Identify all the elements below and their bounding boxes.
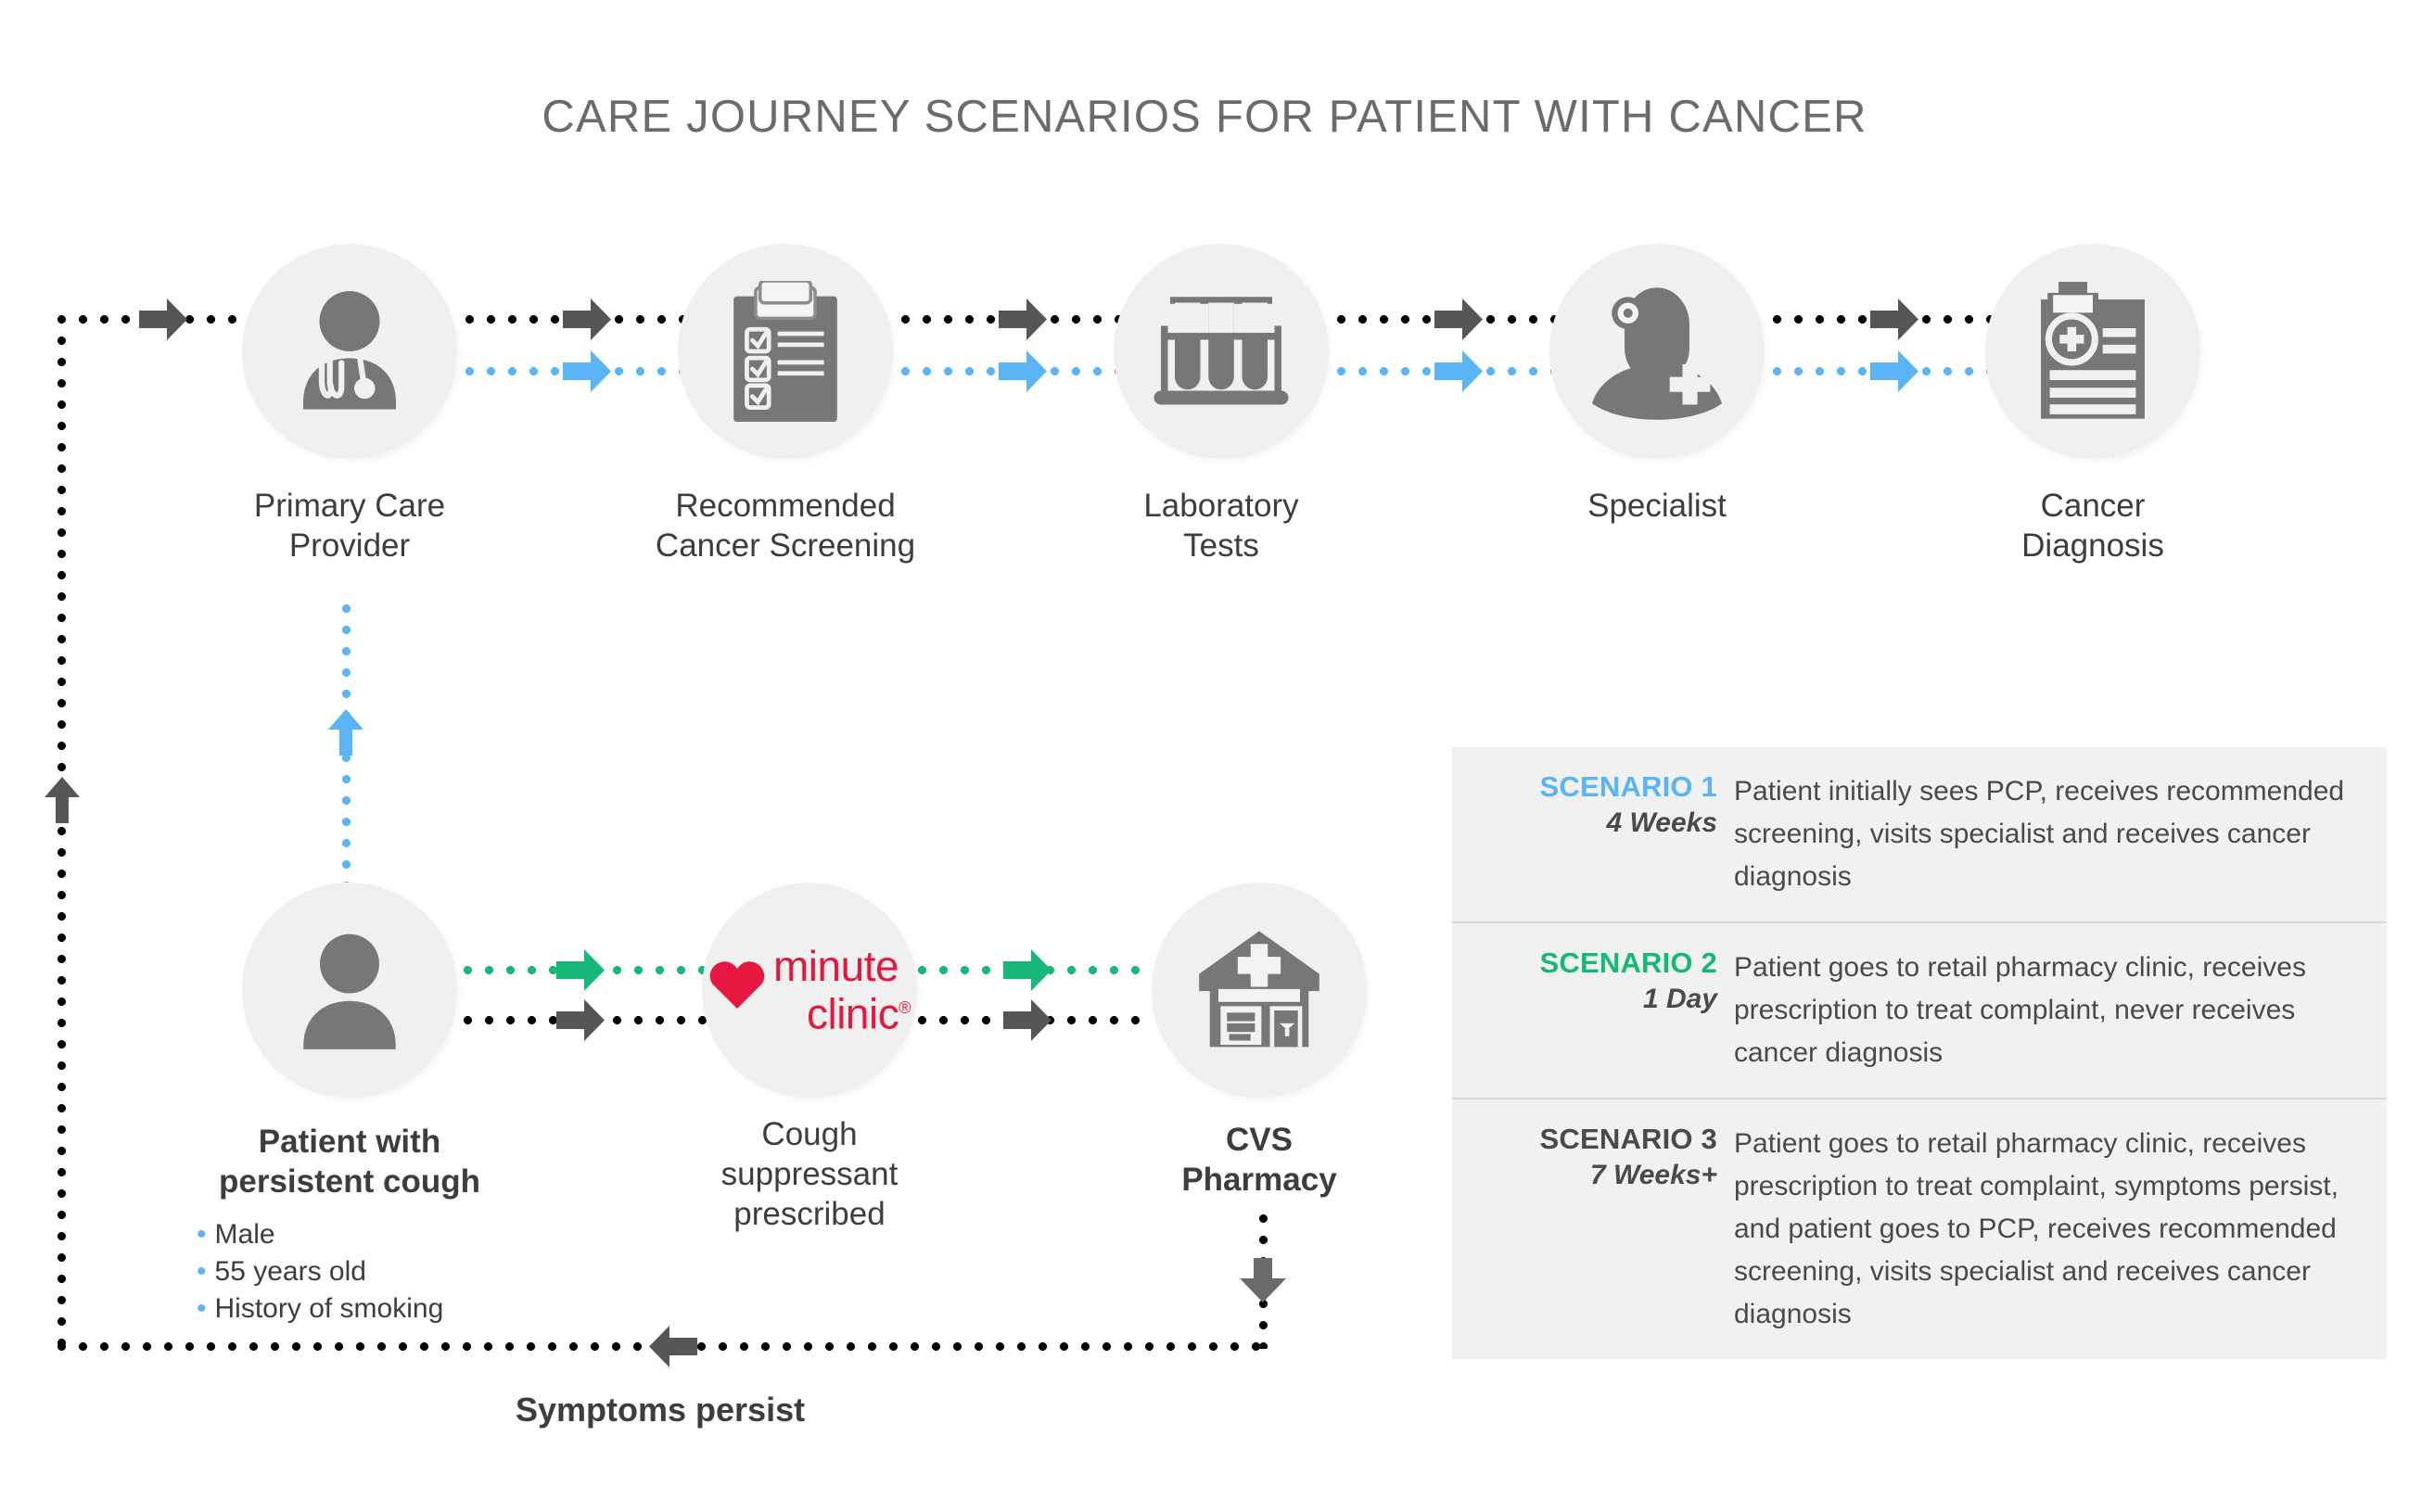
arrow-entry-right bbox=[139, 299, 187, 340]
legend-left-3: SCENARIO 3 7 Weeks+ bbox=[1476, 1123, 1734, 1336]
list-item: •55 years old bbox=[197, 1256, 366, 1287]
arrow-patient-pcp-up bbox=[328, 709, 363, 756]
minuteclinic-wordmark: minute clinic® bbox=[772, 941, 911, 1038]
node-recommended-cancer-screening[interactable] bbox=[678, 244, 893, 459]
node-laboratory-tests[interactable] bbox=[1114, 244, 1329, 459]
scenario-legend: SCENARIO 1 4 Weeks Patient initially see… bbox=[1452, 747, 2387, 1359]
arrow-specialist-diagnosis-blue bbox=[1870, 350, 1918, 392]
arrow-screening-lab-blue bbox=[999, 350, 1047, 392]
arrow-clinic-cvs-black bbox=[1003, 999, 1052, 1041]
minuteclinic-logo: minute clinic® bbox=[708, 941, 911, 1038]
label-cvs-pharmacy: CVS Pharmacy bbox=[1181, 1122, 1337, 1198]
legend-left-2: SCENARIO 2 1 Day bbox=[1476, 947, 1734, 1074]
label-primary-care-provider: Primary Care Provider bbox=[253, 488, 446, 564]
scenario-3-name: SCENARIO 3 bbox=[1539, 1123, 1717, 1155]
arrow-specialist-diagnosis-black bbox=[1870, 299, 1918, 340]
scenario-3-description: Patient goes to retail pharmacy clinic, … bbox=[1734, 1128, 2339, 1329]
test-tubes-icon bbox=[1152, 286, 1291, 416]
symptoms-persist-label: Symptoms persist bbox=[516, 1391, 806, 1429]
heart-icon bbox=[709, 961, 765, 1009]
page-title: CARE JOURNEY SCENARIOS FOR PATIENT WITH … bbox=[542, 92, 1867, 142]
node-primary-care-provider[interactable] bbox=[242, 244, 457, 459]
arrow-patient-clinic-green bbox=[556, 949, 605, 991]
legend-row-scenario-1: SCENARIO 1 4 Weeks Patient initially see… bbox=[1452, 747, 2387, 921]
label-laboratory-tests: Laboratory Tests bbox=[1143, 488, 1299, 564]
scenario-3-duration: 7 Weeks+ bbox=[1589, 1160, 1717, 1190]
patient-attributes-list: •Male •55 years old •History of smoking bbox=[197, 1216, 443, 1328]
medical-record-icon bbox=[2032, 282, 2154, 421]
node-minute-clinic[interactable]: minute clinic® bbox=[702, 883, 917, 1098]
label-patient: Patient with persistent cough bbox=[219, 1124, 480, 1200]
legend-row-scenario-3: SCENARIO 3 7 Weeks+ Patient goes to reta… bbox=[1452, 1098, 2387, 1359]
node-specialist[interactable] bbox=[1549, 244, 1765, 459]
list-item: •History of smoking bbox=[197, 1293, 444, 1324]
list-item: •Male bbox=[197, 1219, 275, 1250]
bullet-dot: • bbox=[197, 1219, 207, 1250]
node-cvs-pharmacy[interactable] bbox=[1152, 883, 1367, 1098]
clipboard-checklist-icon bbox=[724, 281, 847, 422]
label-cancer-diagnosis: Cancer Diagnosis bbox=[2021, 488, 2164, 564]
arrow-pcp-screening-black bbox=[563, 299, 611, 340]
scenario-2-name: SCENARIO 2 bbox=[1539, 947, 1717, 979]
label-recommended-cancer-screening: Recommended Cancer Screening bbox=[655, 488, 916, 564]
label-minute-clinic: Cough suppressant prescribed bbox=[720, 1116, 899, 1232]
scenario-1-name: SCENARIO 1 bbox=[1539, 770, 1717, 803]
registered-mark: ® bbox=[899, 997, 911, 1017]
arrow-cvs-down bbox=[1240, 1258, 1286, 1302]
scenario-2-description: Patient goes to retail pharmacy clinic, … bbox=[1734, 952, 2306, 1068]
label-specialist: Specialist bbox=[1587, 488, 1727, 524]
arrow-symptoms-persist-left bbox=[649, 1326, 697, 1367]
doctor-icon bbox=[280, 282, 419, 421]
arrow-pcp-screening-blue bbox=[563, 350, 611, 392]
arrow-patient-clinic-black bbox=[556, 999, 605, 1041]
scenario-1-duration: 4 Weeks bbox=[1606, 807, 1717, 838]
scenario-2-duration: 1 Day bbox=[1642, 984, 1717, 1014]
node-patient[interactable] bbox=[242, 883, 457, 1098]
node-cancer-diagnosis[interactable] bbox=[1985, 244, 2200, 459]
arrow-lab-specialist-black bbox=[1434, 299, 1483, 340]
arrow-left-loop-up bbox=[45, 777, 80, 823]
patient-icon bbox=[284, 924, 415, 1056]
bullet-dot: • bbox=[197, 1256, 207, 1287]
scenario-1-description: Patient initially sees PCP, receives rec… bbox=[1734, 776, 2345, 892]
arrow-clinic-cvs-green bbox=[1003, 949, 1052, 991]
bullet-dot: • bbox=[197, 1293, 207, 1324]
legend-row-scenario-2: SCENARIO 2 1 Day Patient goes to retail … bbox=[1452, 921, 2387, 1098]
legend-left-1: SCENARIO 1 4 Weeks bbox=[1476, 770, 1734, 898]
arrow-lab-specialist-blue bbox=[1434, 350, 1483, 392]
arrow-screening-lab-black bbox=[999, 299, 1047, 340]
connector-left-loop-vertical bbox=[57, 315, 66, 1351]
specialist-icon bbox=[1587, 283, 1727, 420]
pharmacy-store-icon bbox=[1194, 929, 1324, 1051]
